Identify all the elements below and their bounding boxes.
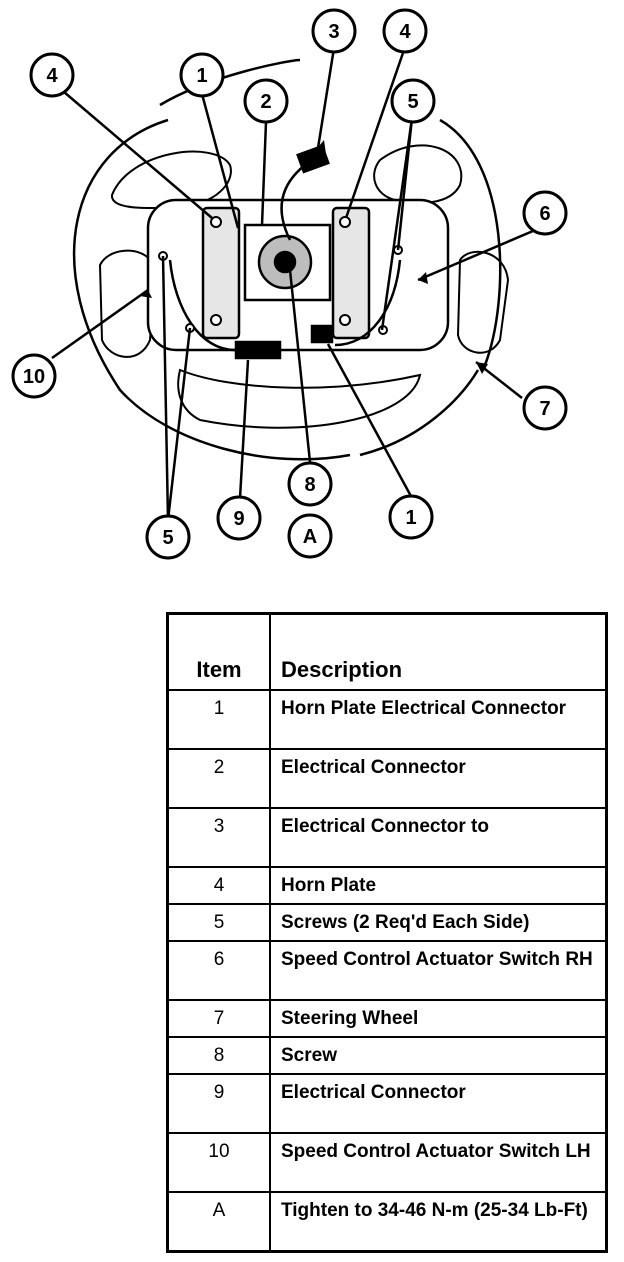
- callout-5-top: 5: [390, 78, 436, 124]
- steering-wheel-diagram: 4 1 3 4 2 5 6 10 7 5 9 8: [11, 8, 568, 560]
- table-row: 7 Steering Wheel: [166, 999, 608, 1038]
- table-row: A Tighten to 34-46 N-m (25-34 Lb-Ft): [166, 1191, 608, 1253]
- callout-label: 2: [260, 91, 271, 113]
- callout-label: 5: [162, 527, 173, 549]
- callout-label: 4: [399, 21, 411, 43]
- description-cell: Electrical Connector: [269, 748, 608, 809]
- legend-table: Item Description 1 Horn Plate Electrical…: [166, 612, 608, 1253]
- description-cell: Electrical Connector to: [269, 807, 608, 868]
- item-cell: 9: [166, 1073, 271, 1134]
- table-row: 2 Electrical Connector: [166, 748, 608, 809]
- item-cell: 6: [166, 940, 271, 1001]
- table-row: 4 Horn Plate: [166, 866, 608, 905]
- description-cell: Screw: [269, 1036, 608, 1075]
- item-cell: 8: [166, 1036, 271, 1075]
- table-row: 10 Speed Control Actuator Switch LH: [166, 1132, 608, 1193]
- item-cell: A: [166, 1191, 271, 1253]
- description-cell: Screws (2 Req'd Each Side): [269, 903, 608, 942]
- item-cell: 4: [166, 866, 271, 905]
- callout-4-right: 4: [382, 8, 428, 54]
- description-cell: Horn Plate Electrical Connector: [269, 689, 608, 750]
- description-cell: Tighten to 34-46 N-m (25-34 Lb-Ft): [269, 1191, 608, 1253]
- callout-5-bottom: 5: [145, 514, 191, 560]
- table-row: 5 Screws (2 Req'd Each Side): [166, 903, 608, 942]
- callout-label: 10: [23, 366, 45, 388]
- callout-label: 4: [46, 65, 58, 87]
- callout-8: 8: [287, 461, 333, 507]
- item-cell: 3: [166, 807, 271, 868]
- callout-label: 7: [539, 398, 550, 420]
- legend-header-row: Item Description: [166, 612, 608, 691]
- description-column-header: Description: [269, 612, 608, 691]
- callout-label: A: [303, 526, 317, 548]
- callout-label: 3: [328, 21, 339, 43]
- description-cell: Speed Control Actuator Switch LH: [269, 1132, 608, 1193]
- callout-1-bottom: 1: [388, 494, 434, 540]
- hub-screws: [158, 216, 403, 335]
- table-row: 1 Horn Plate Electrical Connector: [166, 689, 608, 750]
- description-cell: Electrical Connector: [269, 1073, 608, 1134]
- item-cell: 5: [166, 903, 271, 942]
- callout-label: 5: [407, 91, 418, 113]
- table-row: 6 Speed Control Actuator Switch RH: [166, 940, 608, 1001]
- callout-10: 10: [11, 353, 57, 399]
- callout-2: 2: [243, 78, 289, 124]
- table-row: 9 Electrical Connector: [166, 1073, 608, 1134]
- description-cell: Steering Wheel: [269, 999, 608, 1038]
- leader-lines: [51, 47, 541, 521]
- description-cell: Horn Plate: [269, 866, 608, 905]
- steering-wheel-rim: [72, 58, 502, 461]
- wheel-hub: [146, 144, 450, 360]
- item-cell: 7: [166, 999, 271, 1038]
- description-cell: Speed Control Actuator Switch RH: [269, 940, 608, 1001]
- callout-label: 9: [233, 508, 244, 530]
- callout-label: 6: [539, 203, 550, 225]
- callout-7: 7: [522, 385, 568, 431]
- callout-A: A: [287, 513, 333, 559]
- callout-6: 6: [522, 190, 568, 236]
- callout-label: 8: [304, 474, 315, 496]
- table-row: 3 Electrical Connector to: [166, 807, 608, 868]
- callout-4-left: 4: [29, 52, 75, 98]
- callout-label: 1: [405, 507, 416, 529]
- item-cell: 2: [166, 748, 271, 809]
- leader-arrowheads: [140, 140, 488, 374]
- item-column-header: Item: [166, 612, 271, 691]
- callout-1-top: 1: [179, 52, 225, 98]
- callout-label: 1: [196, 65, 207, 87]
- item-cell: 1: [166, 689, 271, 750]
- callout-9: 9: [216, 495, 262, 541]
- item-cell: 10: [166, 1132, 271, 1193]
- table-row: 8 Screw: [166, 1036, 608, 1075]
- callout-3: 3: [311, 8, 357, 54]
